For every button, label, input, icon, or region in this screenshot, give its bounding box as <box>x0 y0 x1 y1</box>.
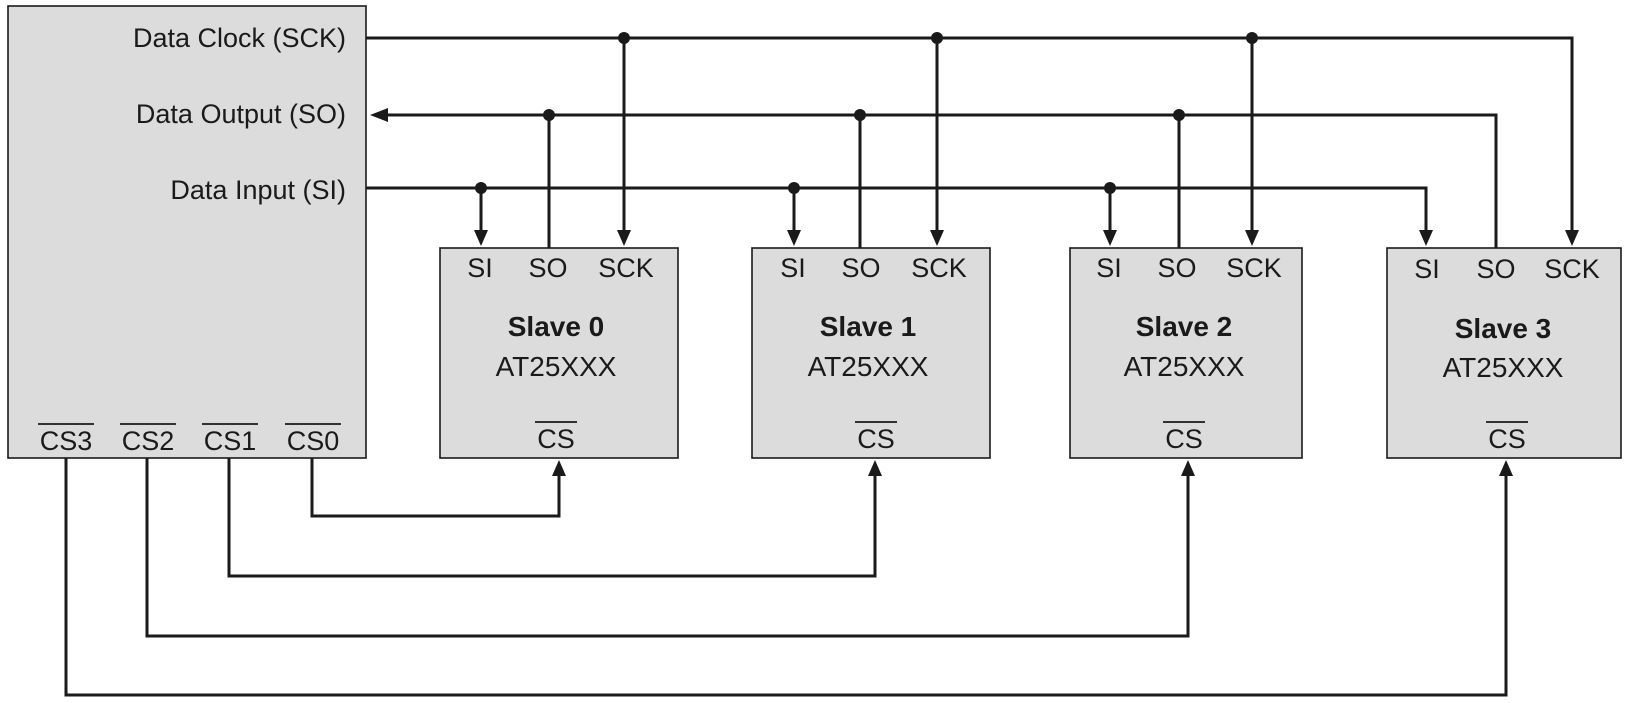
slave-1-box <box>751 247 991 459</box>
slave-2-si-pin: SI <box>1096 253 1122 283</box>
sck-arrow-0 <box>617 230 631 246</box>
slave-2-sck-pin: SCK <box>1226 253 1282 283</box>
sck-bus <box>366 32 1579 246</box>
slave-3-cs-pin: CS <box>1488 424 1526 454</box>
slave-3: SI SO SCK Slave 3 AT25XXX CS <box>1386 247 1622 459</box>
slave-0-si-pin: SI <box>467 253 493 283</box>
slave-2-box <box>1069 247 1303 459</box>
si-junction-0 <box>475 182 487 194</box>
so-arrow-master <box>370 108 388 122</box>
slave-3-part: AT25XXX <box>1443 352 1564 383</box>
slave-0-title: Slave 0 <box>508 311 605 342</box>
slave-2: SI SO SCK Slave 2 AT25XXX CS <box>1069 247 1303 459</box>
so-junction-0 <box>543 109 555 121</box>
master-device: Data Clock (SCK) Data Output (SO) Data I… <box>7 5 367 459</box>
si-arrow-2 <box>1103 230 1117 246</box>
slave-1-sck-pin: SCK <box>911 253 967 283</box>
sck-arrow-2 <box>1245 230 1259 246</box>
cs1-wire <box>227 458 877 578</box>
so-junction-2 <box>1173 109 1185 121</box>
si-main-wire <box>366 186 1428 232</box>
cs3-wire <box>64 458 1508 697</box>
master-sck-label: Data Clock (SCK) <box>133 23 346 53</box>
slave-1-so-pin: SO <box>841 253 880 283</box>
slave-2-cs-pin: CS <box>1165 424 1203 454</box>
sck-junction-2 <box>1246 32 1258 44</box>
sck-arrow-1 <box>930 230 944 246</box>
cs0-arrow <box>552 460 566 476</box>
si-bus <box>366 182 1433 246</box>
chip-select-wires <box>64 458 1513 697</box>
si-arrow-1 <box>787 230 801 246</box>
slave-3-sck-pin: SCK <box>1544 254 1600 284</box>
slave-0: SI SO SCK Slave 0 AT25XXX CS <box>439 247 679 459</box>
cs2-wire <box>145 458 1190 638</box>
master-box <box>7 5 367 459</box>
slave-1-part: AT25XXX <box>808 351 929 382</box>
slave-0-sck-pin: SCK <box>598 253 654 283</box>
sck-main-wire <box>366 36 1574 232</box>
slave-2-title: Slave 2 <box>1136 311 1233 342</box>
si-junction-1 <box>788 182 800 194</box>
slave-0-box <box>439 247 679 459</box>
master-cs2-label: CS2 <box>122 426 175 456</box>
slave-3-box <box>1386 247 1622 459</box>
si-arrow-3 <box>1419 230 1433 246</box>
cs3-arrow <box>1499 460 1513 476</box>
slave-2-part: AT25XXX <box>1124 351 1245 382</box>
so-bus <box>370 108 1498 248</box>
sck-junction-1 <box>931 32 943 44</box>
so-main-wire <box>382 113 1498 248</box>
sck-junction-0 <box>618 32 630 44</box>
slave-0-part: AT25XXX <box>496 351 617 382</box>
slave-3-title: Slave 3 <box>1455 313 1552 344</box>
si-junction-2 <box>1104 182 1116 194</box>
slave-1-si-pin: SI <box>780 253 806 283</box>
slave-3-so-pin: SO <box>1476 254 1515 284</box>
master-cs3-label: CS3 <box>40 426 93 456</box>
master-cs0-label: CS0 <box>287 426 340 456</box>
slave-1: SI SO SCK Slave 1 AT25XXX CS <box>751 247 991 459</box>
slave-0-cs-pin: CS <box>537 424 575 454</box>
so-junction-1 <box>854 109 866 121</box>
cs0-wire <box>310 458 561 518</box>
master-si-label: Data Input (SI) <box>170 175 346 205</box>
slave-1-cs-pin: CS <box>857 424 895 454</box>
cs2-arrow <box>1181 460 1195 476</box>
master-so-label: Data Output (SO) <box>136 99 346 129</box>
slave-1-title: Slave 1 <box>820 311 917 342</box>
slave-3-si-pin: SI <box>1414 254 1440 284</box>
si-arrow-0 <box>474 230 488 246</box>
sck-arrow-3 <box>1565 230 1579 246</box>
slave-2-so-pin: SO <box>1157 253 1196 283</box>
master-cs1-label: CS1 <box>204 426 257 456</box>
slave-0-so-pin: SO <box>528 253 567 283</box>
cs1-arrow <box>868 460 882 476</box>
